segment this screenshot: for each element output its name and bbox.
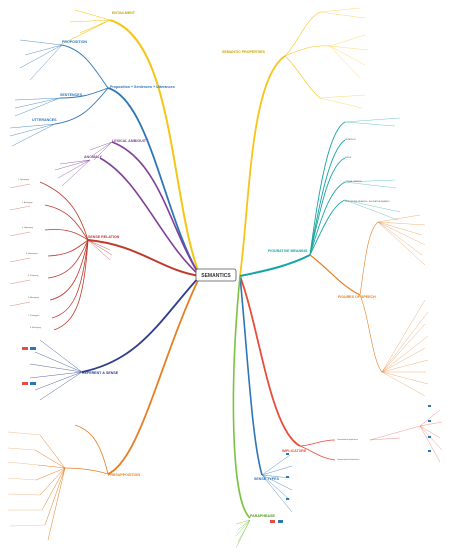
branch-label-paraphrase: PARAPHRASE bbox=[250, 514, 275, 518]
icon-badge-st-2 bbox=[286, 476, 289, 478]
icon-badge-impl-1 bbox=[428, 405, 431, 407]
center-node[interactable]: SEMANTICS bbox=[195, 268, 237, 282]
branch-label-referent-sense: REFERENT & SENSE bbox=[82, 371, 119, 375]
center-node-box bbox=[195, 268, 237, 282]
branch-lexical-ambiguity[interactable]: LEXICAL AMBIGUITY bbox=[89, 139, 201, 277]
icon-badge-impl-4 bbox=[428, 450, 431, 452]
branch-label-lexical-ambiguity: LEXICAL AMBIGUITY bbox=[112, 139, 149, 143]
branch-figurative-meaning[interactable]: FIGURATIVE MEANING METAPHOR SIMILE LITER… bbox=[239, 117, 401, 277]
icon-badge-impl-2 bbox=[428, 420, 431, 422]
leaf-nonliteral-meaning: NON-LITERAL MEANING = FIGURATIVE MEANING bbox=[345, 200, 390, 203]
icon-badge-st-3 bbox=[286, 498, 289, 500]
leaf-simile: SIMILE bbox=[345, 157, 352, 159]
branch-label-proposition: PROPOSITION bbox=[62, 40, 87, 44]
branch-label-sense-relation: SENSE RELATION bbox=[88, 235, 120, 239]
branch-label-anomaly: ANOMALY bbox=[84, 155, 102, 159]
branch-figures-of-speech[interactable]: FIGURES OF SPEECH bbox=[309, 214, 429, 397]
leaf-synonymy: 1. Synonymy bbox=[18, 179, 29, 181]
leaf-sense-rel-8: 8. Metonymy bbox=[30, 326, 41, 329]
leaf-antonymy: 2. Antonymy bbox=[22, 201, 32, 204]
branch-implicature[interactable]: IMPLICATURE Conventional Implicature Con… bbox=[239, 275, 443, 463]
leaf-conversational-implicature: Conversational Implicature bbox=[337, 458, 359, 461]
branch-proposition-sentences[interactable]: Proposition + Sentences + Utterances PRO… bbox=[9, 39, 201, 277]
leaf-sense-rel-7: 7. Prototypes bbox=[28, 314, 39, 317]
branch-sense-relation[interactable]: SENSE RELATION 1. Synonymy 2. Antonymy 3… bbox=[9, 179, 201, 331]
branch-semantic-properties[interactable]: SEMANTIC PROPERTIES bbox=[222, 7, 369, 277]
branch-label-entailment: ENTAILMENT bbox=[112, 11, 136, 15]
icon-badge-red bbox=[22, 347, 28, 350]
icon-badge-impl-3 bbox=[428, 436, 431, 438]
sense-relation-subbranches: 1. Synonymy 2. Antonymy 3. Hyponymy 4. H… bbox=[9, 179, 89, 331]
branch-entailment[interactable]: ENTAILMENT bbox=[59, 9, 201, 277]
icon-badge-para-2 bbox=[278, 520, 283, 523]
branch-anomaly[interactable]: ANOMALY bbox=[54, 155, 201, 277]
branch-paraphrase[interactable]: PARAPHRASE bbox=[232, 275, 283, 549]
branch-sense-types[interactable]: SENSE TYPES bbox=[239, 275, 293, 513]
icon-badge-blue bbox=[30, 347, 36, 350]
leaf-hyponymy: 3. Hyponymy bbox=[22, 227, 33, 229]
branch-presupposition[interactable]: PRESUPPOSITION bbox=[7, 275, 201, 541]
leaf-conventional-implicature: Conventional Implicature bbox=[337, 438, 358, 441]
leaf-meronymy: 6. Meronymy bbox=[28, 296, 39, 299]
branch-label-semantic-properties: SEMANTIC PROPERTIES bbox=[222, 50, 266, 54]
branch-label-proposition-sentences: Proposition + Sentences + Utterances bbox=[110, 85, 175, 89]
branch-label-figures-of-speech: FIGURES OF SPEECH bbox=[338, 295, 376, 299]
branch-label-presupposition: PRESUPPOSITION bbox=[108, 473, 140, 477]
branch-label-sense-types: SENSE TYPES bbox=[254, 477, 280, 481]
branch-label-figurative-meaning: FIGURATIVE MEANING bbox=[268, 249, 308, 253]
leaf-polysemy: 5. Polysemy bbox=[28, 275, 38, 277]
branch-label-sentences: SENTENCES bbox=[60, 93, 83, 97]
icon-badge-st-1 bbox=[286, 453, 289, 455]
branch-label-implicature: IMPLICATURE bbox=[282, 449, 307, 453]
center-node-label: SEMANTICS bbox=[201, 273, 231, 279]
icon-badge-blue-2 bbox=[30, 382, 36, 385]
branch-referent-sense[interactable]: REFERENT & SENSE bbox=[22, 275, 201, 401]
icon-badge-para-1 bbox=[270, 520, 275, 523]
leaf-metaphor: METAPHOR bbox=[345, 138, 356, 141]
branch-label-utterances: UTTERANCES bbox=[32, 118, 57, 122]
leaf-homonymy: 4. Homonymy bbox=[26, 253, 38, 255]
leaf-literal-meaning: LITERAL MEANING bbox=[345, 180, 362, 183]
icon-badge-red-2 bbox=[22, 382, 28, 385]
